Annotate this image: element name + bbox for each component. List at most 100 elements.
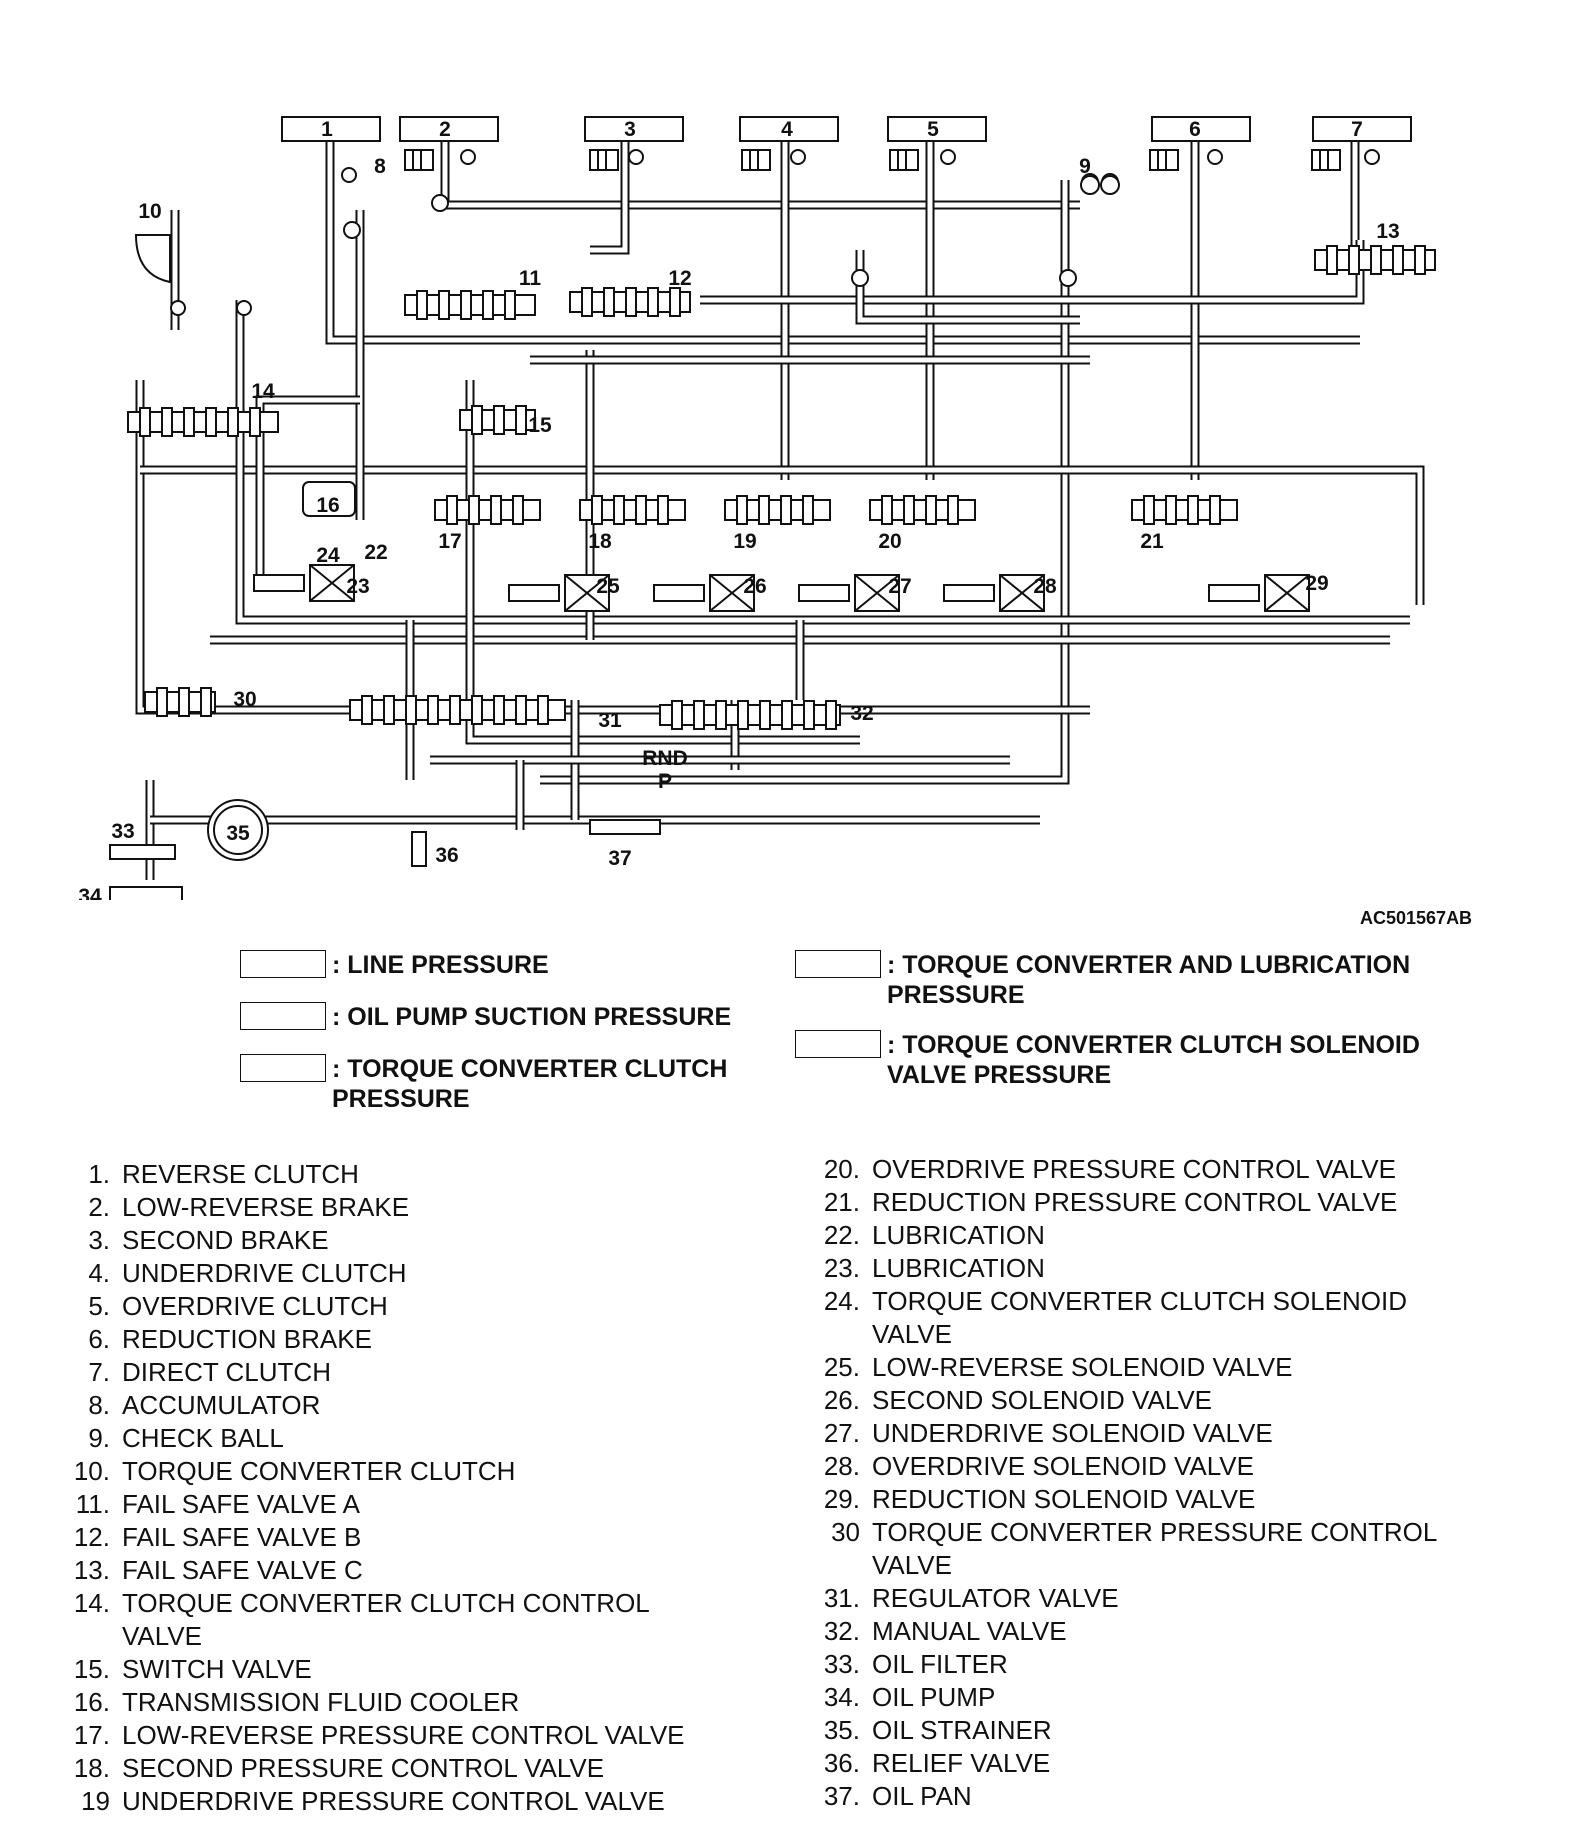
part-number: 26. (823, 1385, 860, 1415)
valve-land (383, 695, 395, 725)
list-item: 14.TORQUE CONVERTER CLUTCH CONTROL VALVE (62, 1587, 702, 1653)
valve-land (482, 290, 494, 320)
valve-land (405, 695, 417, 725)
part-name: OIL STRAINER (872, 1715, 1052, 1745)
list-item: 29. REDUCTION SOLENOID VALVE (812, 1483, 1452, 1516)
list-item: 4.UNDERDRIVE CLUTCH (62, 1257, 702, 1290)
solenoid-port (943, 584, 995, 602)
diagram-label-7: 7 (1351, 118, 1363, 141)
orifice (236, 300, 252, 316)
part-number: 36. (823, 1748, 860, 1778)
part-number: 17. (73, 1720, 110, 1750)
part-number: 6. (88, 1324, 110, 1354)
diagram-label-20: 20 (878, 530, 901, 553)
list-item: 25.LOW-REVERSE SOLENOID VALVE (812, 1351, 1452, 1384)
part-name: OVERDRIVE PRESSURE CONTROL VALVE (872, 1154, 1396, 1184)
part-number: 11. (75, 1489, 110, 1519)
valve-land (178, 687, 190, 717)
part-number: 30 (831, 1517, 860, 1547)
valve-land (758, 495, 770, 525)
valve-land (780, 495, 792, 525)
part-name: REDUCTION SOLENOID VALVE (872, 1484, 1256, 1514)
solenoid-coil (564, 574, 610, 612)
part-number: 7. (88, 1357, 110, 1387)
clutch-brake-box (1151, 116, 1251, 142)
check-ball (343, 221, 361, 239)
diagram-label-25: 25 (596, 575, 620, 598)
list-item: 18.SECOND PRESSURE CONTROL VALVE (62, 1752, 702, 1785)
list-item: 2.LOW-REVERSE BRAKE (62, 1191, 702, 1224)
clutch-brake-box (281, 116, 381, 142)
legend-line-pressure: : LINE PRESSURE (240, 950, 752, 980)
solenoid-coil (1264, 574, 1310, 612)
diagram-label-22: 22 (364, 541, 387, 564)
part-number: 29. (823, 1484, 860, 1514)
valve-land (693, 700, 705, 730)
check-ball (1059, 269, 1077, 287)
drawing-id: AC501567AB (1360, 908, 1473, 928)
list-item: 24.TORQUE CONVERTER CLUTCH SOLENOID VALV… (812, 1285, 1452, 1351)
passage (135, 380, 1090, 715)
valve-land (490, 495, 502, 525)
diagram-label-37: 37 (608, 847, 631, 870)
valve-land (249, 407, 261, 437)
tcc-control-valve (127, 407, 279, 437)
orifice (940, 149, 956, 165)
solenoid-port (508, 584, 560, 602)
diagram-label-26: 26 (743, 575, 766, 598)
part-name: SECOND BRAKE (122, 1225, 329, 1255)
part-name: OVERDRIVE CLUTCH (122, 1291, 388, 1321)
part-number: 13. (73, 1555, 110, 1585)
diagram-label-33: 33 (111, 820, 134, 843)
part-name: LUBRICATION (872, 1220, 1045, 1250)
part-name: OIL PAN (872, 1781, 972, 1811)
solenoid-port (1208, 584, 1260, 602)
solenoid-coil (709, 574, 755, 612)
valve-land (504, 290, 516, 320)
valve-land (515, 695, 527, 725)
legend-left: : LINE PRESSURE : OIL PUMP SUCTION PRESS… (240, 950, 752, 1114)
passage-fill (237, 300, 1410, 623)
valve-land (903, 495, 915, 525)
list-item: 36.RELIEF VALVE (812, 1747, 1452, 1780)
legend-label: : LINE PRESSURE (332, 951, 549, 979)
list-item: 28.OVERDRIVE SOLENOID VALVE (812, 1450, 1452, 1483)
part-name: LOW-REVERSE BRAKE (122, 1192, 410, 1222)
passage-fill (857, 250, 1080, 323)
diagram-label-17: 17 (438, 530, 461, 553)
valve-land (205, 407, 217, 437)
legend-swatch (795, 1030, 881, 1058)
part-number: 21. (823, 1187, 860, 1217)
legend-tcc-pressure: : TORQUE CONVERTER CLUTCH PRESSURE (240, 1054, 752, 1114)
part-name: TORQUE CONVERTER CLUTCH SOLENOID VALVE (872, 1286, 1408, 1349)
clutch-brake-box (739, 116, 839, 142)
legend-swatch (240, 1054, 326, 1082)
passage-fill (327, 135, 1360, 343)
valve-land (613, 495, 625, 525)
list-item: 6.REDUCTION BRAKE (62, 1323, 702, 1356)
valve-land (715, 700, 727, 730)
list-item: 37. OIL PAN (812, 1780, 1452, 1813)
valve-land (512, 495, 524, 525)
legend-swatch (795, 950, 881, 978)
manual-valve (659, 700, 841, 730)
list-item: 17.LOW-REVERSE PRESSURE CONTROL VALVE (62, 1719, 702, 1752)
orifice (1207, 149, 1223, 165)
fluid-cooler (302, 481, 356, 517)
part-number: 14. (73, 1588, 110, 1618)
part-number: 15. (73, 1654, 110, 1684)
diagram-label-5: 5 (927, 118, 939, 141)
diagram-label-3: 3 (624, 118, 636, 141)
valve-land (635, 495, 647, 525)
part-number: 8. (88, 1390, 110, 1420)
part-number: 35. (823, 1715, 860, 1745)
part-number: 37. (823, 1781, 860, 1811)
valve-land (802, 495, 814, 525)
hydraulic-components (109, 116, 1436, 900)
valve-land (1414, 245, 1426, 275)
valve-land (591, 495, 603, 525)
